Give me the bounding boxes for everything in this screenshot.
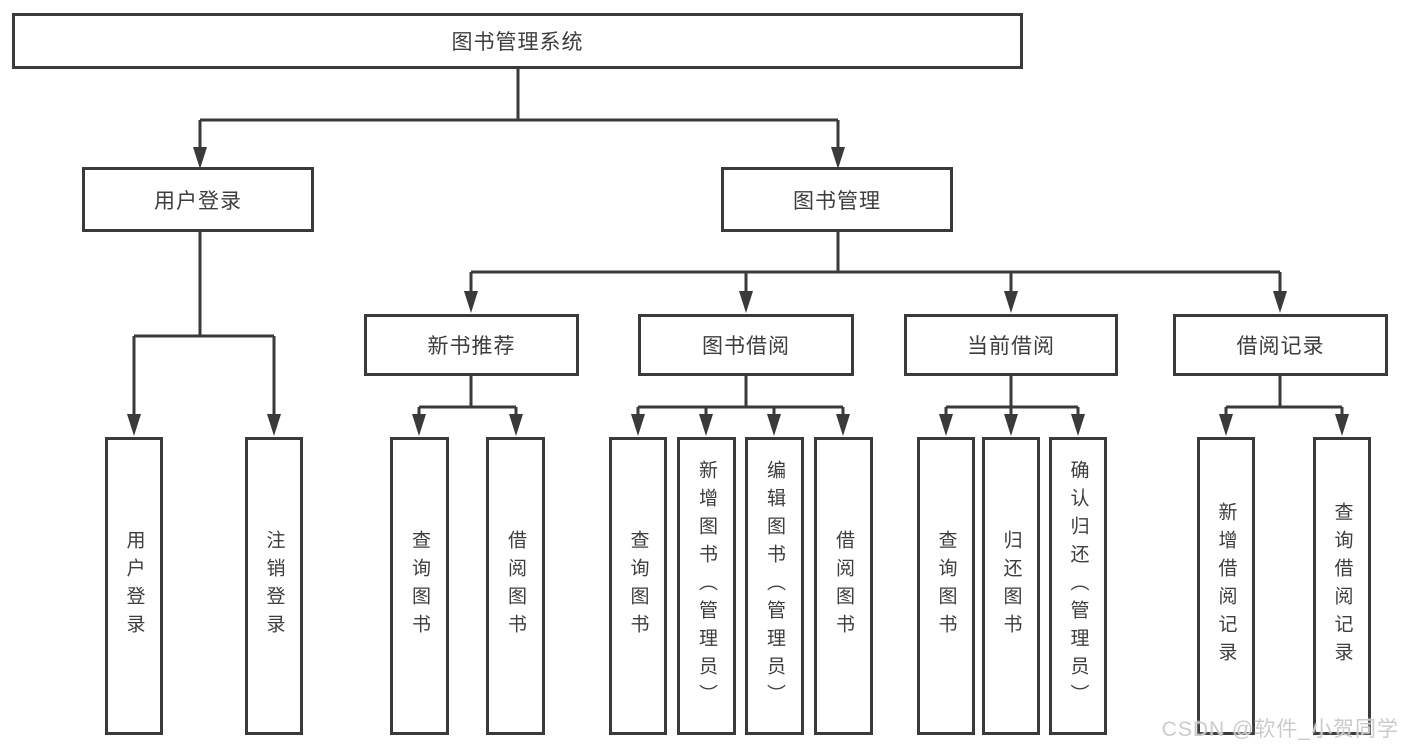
arrowhead-icon <box>939 414 953 436</box>
arrowhead-icon <box>1004 291 1018 313</box>
node-label: 注销登录 <box>263 530 285 642</box>
node-label: 图书管理 <box>793 189 881 213</box>
node-user-login: 用户登录 <box>82 167 314 232</box>
node-leaf-confirm-return: 确认归还（管理员） <box>1049 437 1107 735</box>
arrowhead-icon <box>1219 414 1233 436</box>
arrowhead-icon <box>1004 414 1018 436</box>
node-label: 用户登录 <box>154 189 242 213</box>
arrowhead-icon <box>1335 414 1349 436</box>
arrowhead-icon <box>464 291 478 313</box>
arrowhead-icon <box>267 414 281 436</box>
node-label: 用户登录 <box>123 530 145 642</box>
node-leaf-logout: 注销登录 <box>245 437 303 735</box>
node-book-borrowing: 图书借阅 <box>638 314 854 376</box>
arrowhead-icon <box>412 414 426 436</box>
node-label: 编辑图书（管理员） <box>764 460 785 712</box>
node-label: 新增借阅记录 <box>1215 502 1237 670</box>
node-leaf-query-borrow-record: 查询借阅记录 <box>1313 437 1371 735</box>
arrowhead-icon <box>831 147 845 169</box>
node-new-book-recommend: 新书推荐 <box>364 314 579 376</box>
node-label: 新增图书（管理员） <box>696 460 717 712</box>
node-root: 图书管理系统 <box>12 13 1023 69</box>
node-book-management: 图书管理 <box>721 167 953 232</box>
arrowhead-icon <box>509 414 523 436</box>
arrowhead-icon <box>1071 414 1085 436</box>
node-label: 当前借阅 <box>967 335 1055 358</box>
node-label: 图书管理系统 <box>451 31 584 54</box>
node-label: 查询借阅记录 <box>1331 502 1353 670</box>
node-leaf-query-book-1: 查询图书 <box>390 437 449 735</box>
node-label: 查询图书 <box>935 530 957 642</box>
node-label: 确认归还（管理员） <box>1067 460 1089 712</box>
node-leaf-add-book-admin: 新增图书（管理员） <box>677 437 736 735</box>
arrowhead-icon <box>1273 291 1287 313</box>
node-label: 借阅图书 <box>833 530 854 642</box>
node-label: 新书推荐 <box>427 335 516 358</box>
node-leaf-edit-book-admin: 编辑图书（管理员） <box>745 437 804 735</box>
node-label: 归还图书 <box>1000 530 1022 642</box>
node-label: 查询图书 <box>409 530 430 642</box>
node-leaf-add-borrow-record: 新增借阅记录 <box>1197 437 1255 735</box>
node-label: 借阅记录 <box>1236 335 1325 358</box>
node-leaf-user-login: 用户登录 <box>105 437 163 735</box>
watermark: CSDN @软件_小贺同学 <box>1161 718 1399 741</box>
node-leaf-borrow-book-1: 借阅图书 <box>486 437 545 735</box>
node-leaf-borrow-book-2: 借阅图书 <box>814 437 873 735</box>
arrowhead-icon <box>631 414 645 436</box>
node-leaf-return-book: 归还图书 <box>982 437 1040 735</box>
node-borrowing-records: 借阅记录 <box>1173 314 1388 376</box>
arrowhead-icon <box>739 291 753 313</box>
node-leaf-query-book-3: 查询图书 <box>917 437 975 735</box>
arrowhead-icon <box>836 414 850 436</box>
arrowhead-icon <box>767 414 781 436</box>
arrowhead-icon <box>699 414 713 436</box>
node-label: 图书借阅 <box>702 335 790 358</box>
node-current-borrowing: 当前借阅 <box>904 314 1118 376</box>
node-label: 查询图书 <box>627 530 649 642</box>
node-label: 借阅图书 <box>505 530 526 642</box>
node-leaf-query-book-2: 查询图书 <box>609 437 667 735</box>
arrowhead-icon <box>127 414 141 436</box>
arrowhead-icon <box>193 147 207 169</box>
